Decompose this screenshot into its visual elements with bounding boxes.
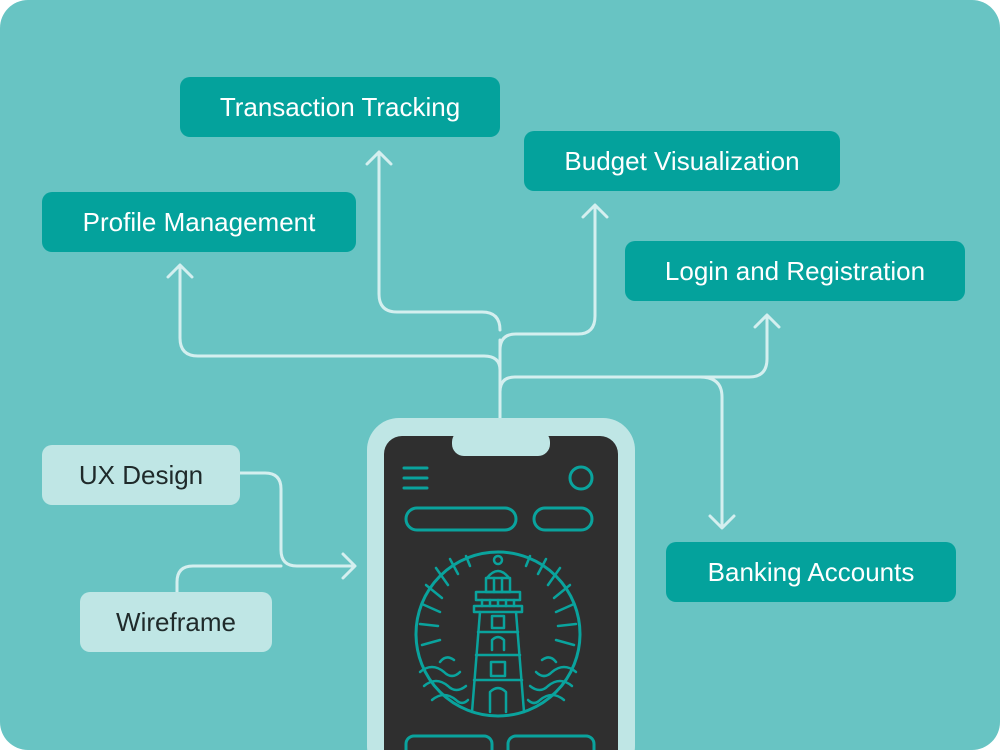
connector-transaction-tracking [377, 153, 502, 332]
node-banking-accounts: Banking Accounts [666, 542, 956, 602]
arrowhead-transaction-tracking [365, 150, 393, 166]
phone-pill-button-wide [404, 506, 518, 532]
node-wireframe: Wireframe [80, 592, 272, 652]
connector-banking-accounts [698, 375, 724, 529]
arrowhead-login-registration [753, 313, 781, 329]
phone-notch [452, 430, 550, 456]
arrowhead-banking-accounts [708, 514, 736, 530]
profile-circle-icon [568, 465, 594, 491]
menu-icon [402, 466, 429, 490]
phone-bottom-button-left [404, 734, 494, 750]
arrowhead-budget-visualization [581, 203, 609, 219]
connector-budget-visualization [498, 206, 597, 352]
node-ux-design: UX Design [42, 445, 240, 505]
connector-ux-design [238, 471, 356, 568]
node-budget-visualization: Budget Visualization [524, 131, 840, 191]
connector-wireframe [175, 564, 283, 594]
node-transaction-tracking: Transaction Tracking [180, 77, 500, 137]
lighthouse-icon [414, 550, 582, 718]
connector-profile-management [178, 266, 502, 372]
arrowhead-phone [341, 552, 357, 580]
node-login-registration: Login and Registration [625, 241, 965, 301]
phone-bottom-button-right [506, 734, 596, 750]
connector-login-registration [498, 316, 769, 394]
phone-mockup [367, 418, 635, 750]
arrowhead-profile-management [166, 263, 194, 279]
phone-pill-button-small [532, 506, 594, 532]
node-profile-management: Profile Management [42, 192, 356, 252]
